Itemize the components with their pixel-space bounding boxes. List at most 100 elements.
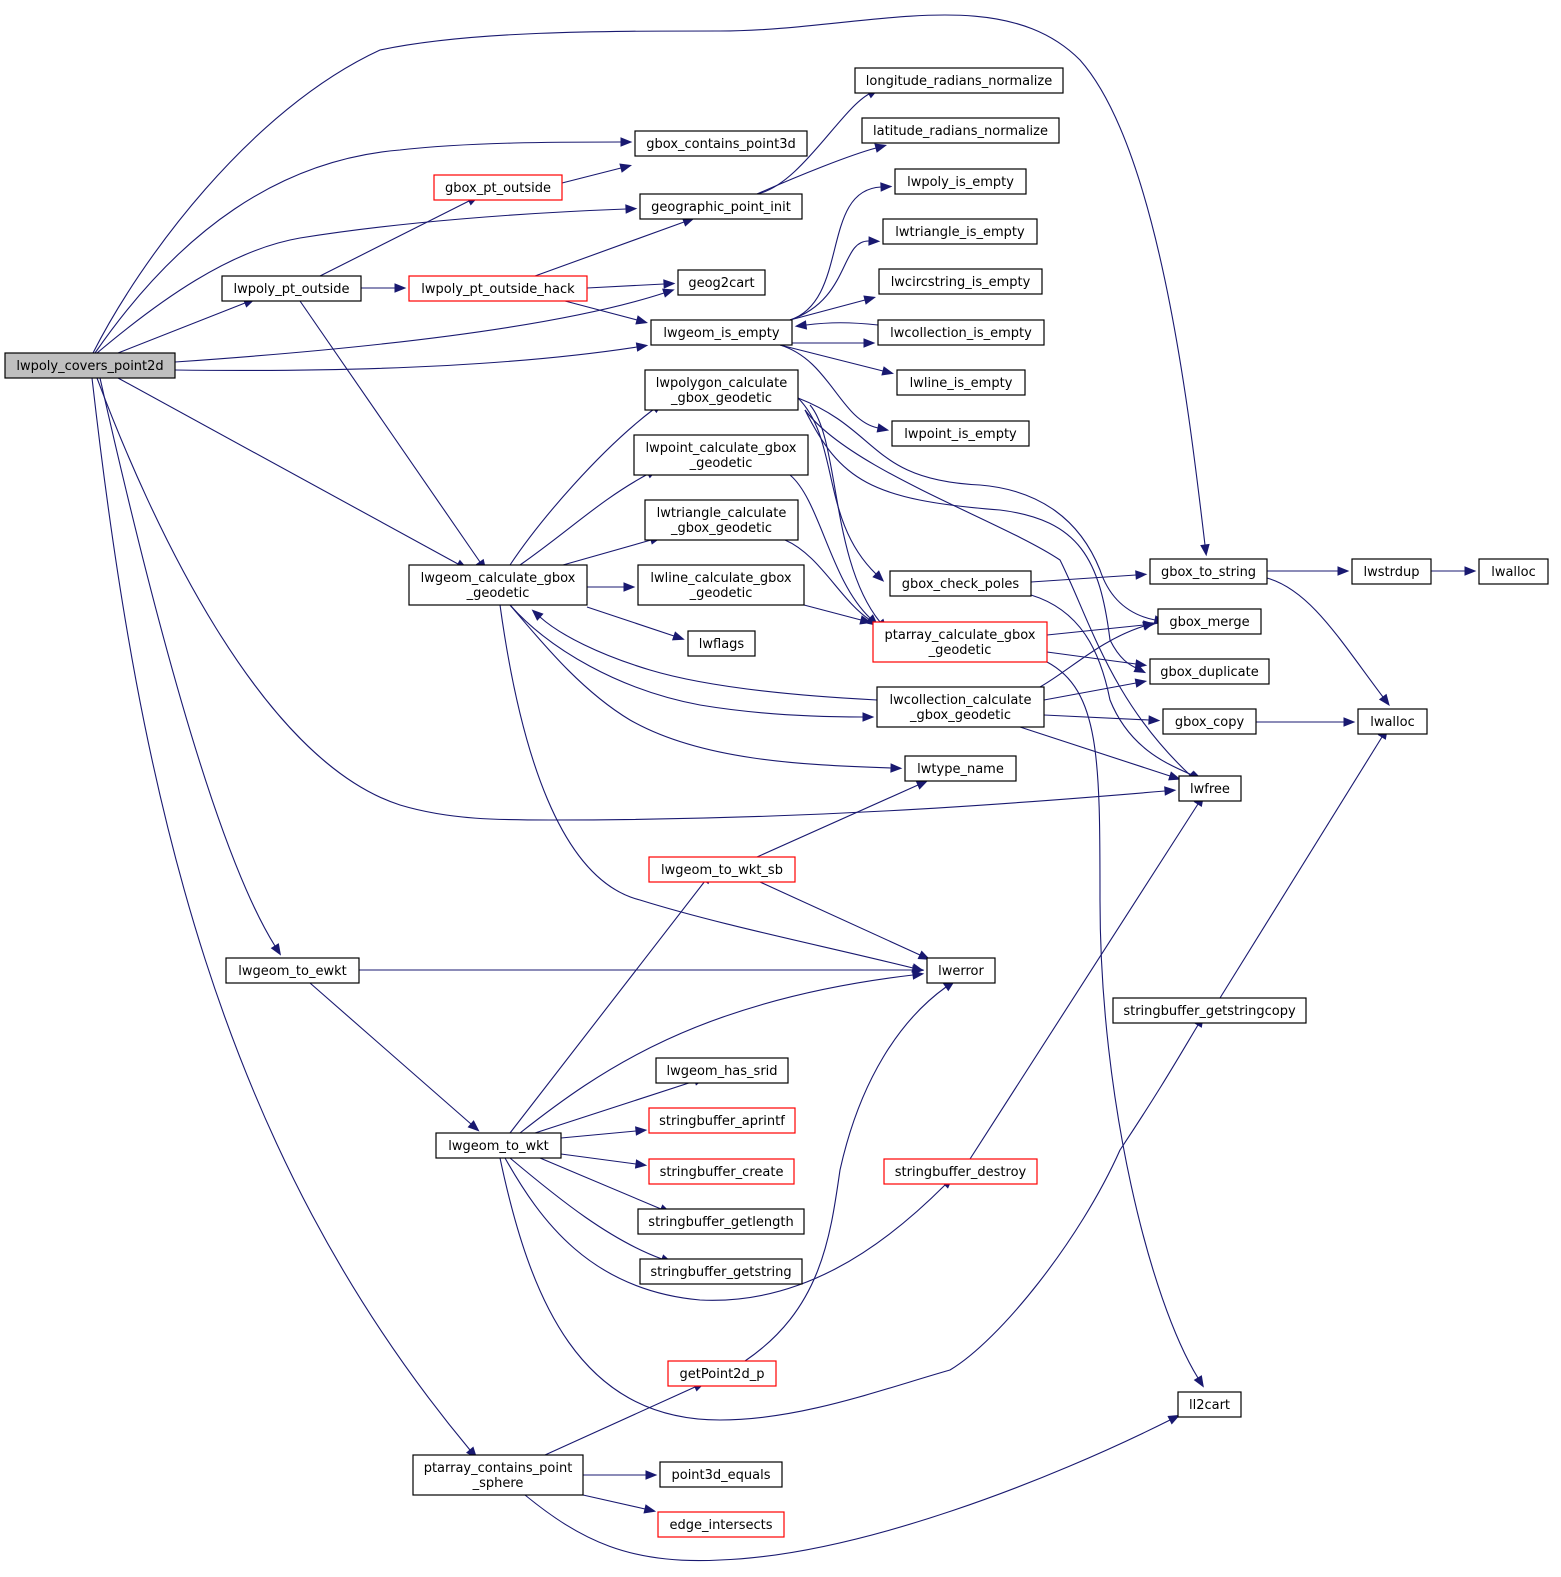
node-llcgg[interactable]: lwline_calculate_gbox_geodetic <box>637 564 805 606</box>
edge-root-to-g2c <box>174 288 675 363</box>
edge-line <box>789 186 882 321</box>
node-gts[interactable]: gbox_to_string <box>1149 558 1268 585</box>
node-lgcgg[interactable]: lwgeom_calculate_gbox_geodetic <box>408 564 588 606</box>
node-box <box>1178 775 1242 802</box>
node-lptoh[interactable]: lwpoly_pt_outside_hack <box>408 275 588 302</box>
node-box <box>872 621 1048 663</box>
node-gcp3d[interactable]: gbox_contains_point3d <box>634 130 808 157</box>
node-gpi[interactable]: geographic_point_init <box>639 193 803 220</box>
edge-line <box>784 539 871 621</box>
node-box <box>225 957 360 984</box>
edge-line <box>117 377 459 565</box>
node-lgie[interactable]: lwgeom_is_empty <box>650 319 793 346</box>
node-sbap[interactable]: stringbuffer_aprintf <box>648 1107 796 1134</box>
node-ei[interactable]: edge_intersects <box>657 1511 785 1538</box>
node-sbgsc[interactable]: stringbuffer_getstringcopy <box>1112 997 1307 1024</box>
node-label: gbox_pt_outside <box>445 181 551 196</box>
node-lgtw[interactable]: lwgeom_to_wkt <box>435 1132 562 1159</box>
node-ltcgg[interactable]: lwtriangle_calculate_gbox_geodetic <box>644 499 799 541</box>
node-lwfree[interactable]: lwfree <box>1178 775 1242 802</box>
arrowhead <box>635 342 649 352</box>
node-box <box>4 352 176 379</box>
arrowhead <box>1135 570 1148 580</box>
edge-line <box>1046 624 1145 636</box>
node-lwalloc2[interactable]: lwalloc <box>1357 708 1428 735</box>
edge-lpto-to-lgcgg <box>299 300 487 572</box>
node-label: lwtype_name <box>917 762 1004 777</box>
node-g2c[interactable]: geog2cart <box>677 269 766 296</box>
node-box <box>1177 1391 1242 1418</box>
arrowhead <box>619 163 632 173</box>
node-lgte[interactable]: lwgeom_to_ewkt <box>225 957 360 984</box>
edge-lccgg-to-lwfree <box>1019 726 1181 781</box>
edge-line <box>519 473 649 566</box>
node-label: geog2cart <box>688 276 754 291</box>
edge-line <box>789 474 871 619</box>
node-gmerge[interactable]: gbox_merge <box>1157 608 1262 635</box>
edge-lgcgg-to-llcgg <box>587 582 636 592</box>
node-lwflags[interactable]: lwflags <box>687 630 756 657</box>
edge-root-to-gcp3d <box>94 137 633 354</box>
edge-line <box>1030 594 1193 776</box>
node-sbgl[interactable]: stringbuffer_getlength <box>637 1208 805 1235</box>
node-ltn[interactable]: lwtype_name <box>904 755 1017 782</box>
node-llie[interactable]: lwline_is_empty <box>896 369 1026 396</box>
node-pacgg[interactable]: ptarray_calculate_gbox_geodetic <box>872 621 1048 663</box>
node-box <box>677 269 766 296</box>
node-gcopy[interactable]: gbox_copy <box>1162 708 1257 735</box>
arrowhead <box>1193 1375 1204 1388</box>
node-gp2d[interactable]: getPoint2d_p <box>667 1360 777 1387</box>
node-root[interactable]: lwpoly_covers_point2d <box>4 352 176 379</box>
node-lptie[interactable]: lwpoint_is_empty <box>891 420 1030 447</box>
arrowhead <box>620 137 633 147</box>
node-lccgg[interactable]: lwcollection_calculate_gbox_geodetic <box>876 686 1045 728</box>
node-lcsie[interactable]: lwcircstring_is_empty <box>878 268 1043 295</box>
node-lgtwsb[interactable]: lwgeom_to_wkt_sb <box>648 856 796 883</box>
node-lon[interactable]: longitude_radians_normalize <box>854 67 1064 94</box>
node-box <box>889 570 1032 597</box>
edge-root-to-lpto <box>117 298 256 354</box>
node-label: stringbuffer_getlength <box>648 1215 793 1230</box>
node-sbgs[interactable]: stringbuffer_getstring <box>639 1258 803 1285</box>
node-lwstrdup[interactable]: lwstrdup <box>1351 558 1432 585</box>
node-lptcgg[interactable]: lwpoint_calculate_gbox_geodetic <box>633 434 809 476</box>
edge-line <box>544 1386 696 1456</box>
arrowhead <box>862 712 875 722</box>
node-label: _gbox_geodetic <box>670 391 772 406</box>
edge-line <box>519 974 914 1134</box>
node-box <box>435 1132 562 1159</box>
node-gdup[interactable]: gbox_duplicate <box>1149 658 1270 685</box>
node-sbde[interactable]: stringbuffer_destroy <box>883 1158 1038 1185</box>
node-ll2cart[interactable]: ll2cart <box>1177 1391 1242 1418</box>
node-p3de[interactable]: point3d_equals <box>659 1461 783 1488</box>
node-label: lwgeom_to_wkt <box>448 1139 548 1154</box>
edge-line <box>969 803 1199 1160</box>
node-lcie[interactable]: lwcollection_is_empty <box>877 319 1045 346</box>
node-lat[interactable]: latitude_radians_normalize <box>861 117 1060 144</box>
edge-gcp-to-gts <box>1030 570 1148 583</box>
node-box <box>878 268 1043 295</box>
node-lpcgg[interactable]: lwpolygon_calculate_gbox_geodetic <box>644 369 799 411</box>
node-pacps[interactable]: ptarray_contains_point_sphere <box>412 1454 584 1496</box>
node-ltie[interactable]: lwtriangle_is_empty <box>882 218 1038 245</box>
edge-root-to-gpi <box>96 204 638 354</box>
node-label: _gbox_geodetic <box>670 521 772 536</box>
edge-lgtw-to-sbcr <box>560 1153 648 1169</box>
node-box <box>1149 658 1270 685</box>
edge-line <box>534 1080 696 1134</box>
edge-lgtw-to-lwerror <box>519 970 925 1134</box>
arrowhead <box>915 780 929 790</box>
node-lpto[interactable]: lwpoly_pt_outside <box>221 275 362 302</box>
node-lwalloc1[interactable]: lwalloc <box>1478 558 1549 585</box>
node-box <box>650 319 793 346</box>
node-box <box>412 1454 584 1496</box>
node-lpie[interactable]: lwpoly_is_empty <box>894 168 1027 195</box>
node-gcp[interactable]: gbox_check_poles <box>889 570 1032 597</box>
node-lghs[interactable]: lwgeom_has_srid <box>655 1057 789 1084</box>
node-gpo[interactable]: gbox_pt_outside <box>433 174 563 201</box>
arrowhead <box>863 338 876 348</box>
node-lwerror[interactable]: lwerror <box>926 957 996 984</box>
node-box <box>408 275 588 302</box>
edge-lgie-to-lptie <box>779 344 890 433</box>
node-sbcr[interactable]: stringbuffer_create <box>648 1158 795 1185</box>
